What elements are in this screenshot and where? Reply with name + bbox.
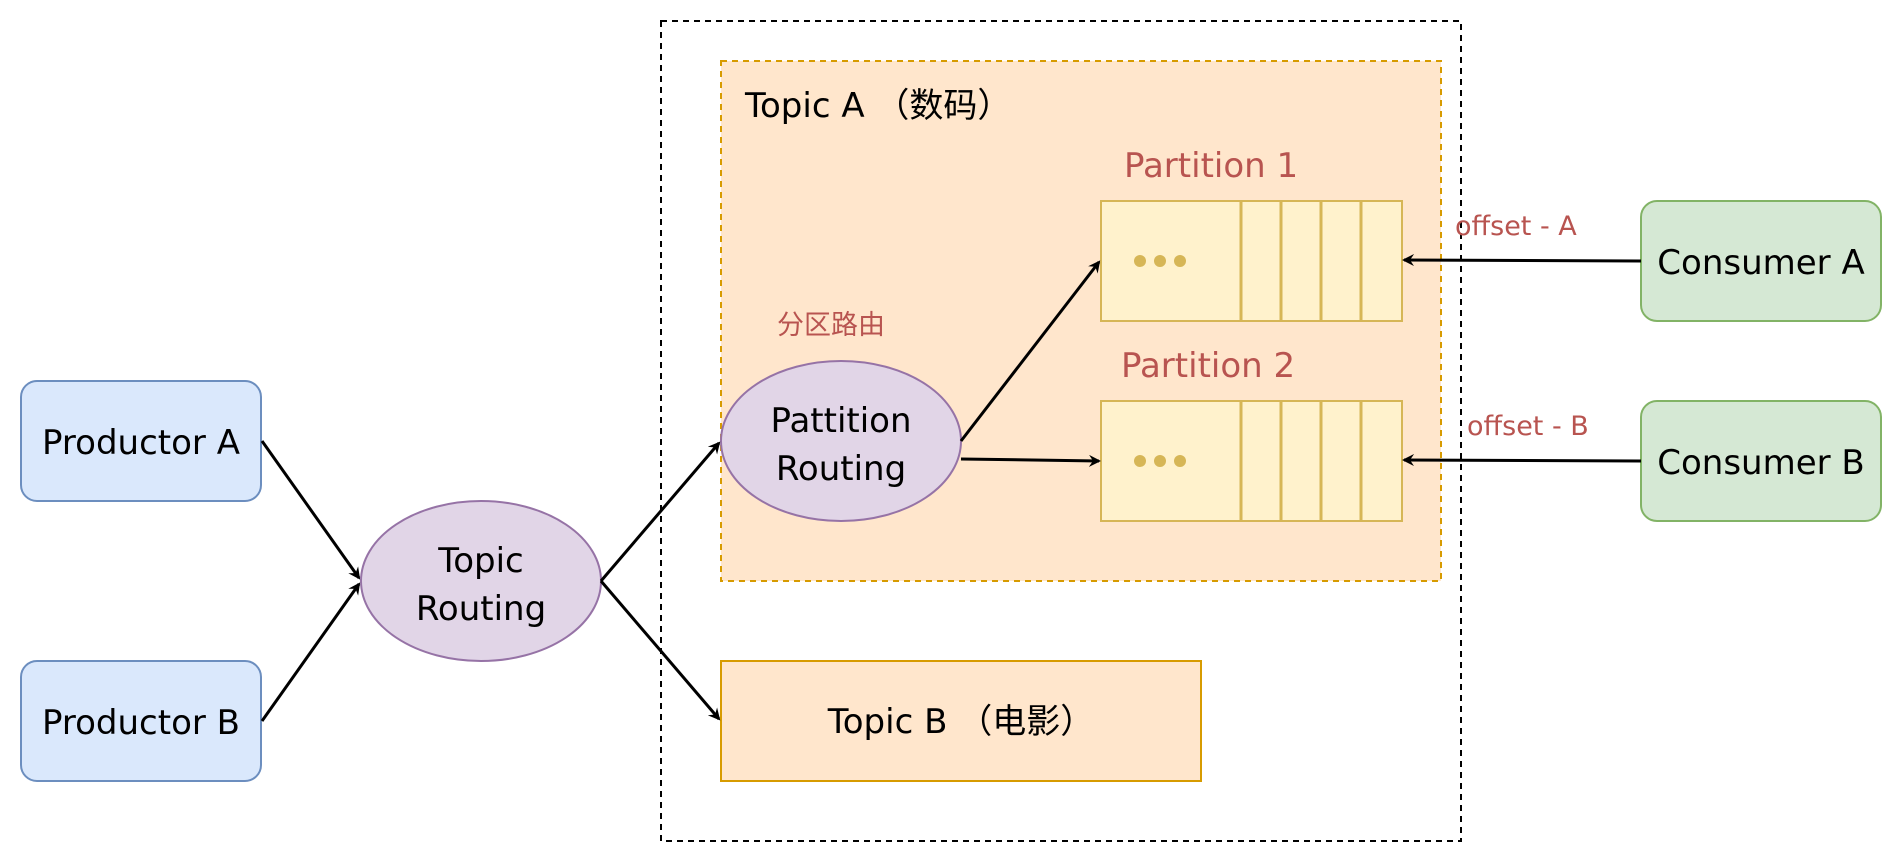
- partition-2-label: Partition 2: [1121, 346, 1295, 386]
- partition-1-log: [1100, 200, 1403, 322]
- producer-a-label: Productor A: [42, 423, 240, 463]
- topic-b-box[interactable]: Topic B （电影）: [720, 660, 1202, 782]
- topic-routing-node[interactable]: Topic Routing: [360, 500, 602, 662]
- ellipsis-icon: [1134, 255, 1186, 267]
- partition-routing-line2: Routing: [776, 449, 906, 489]
- producer-b-label: Productor B: [42, 703, 240, 743]
- partition-routing-line1: Pattition: [770, 401, 911, 441]
- edge-topic-routing-to-topic-b: [599, 580, 721, 721]
- edge-producer-a-to-topic-routing: [260, 440, 361, 580]
- consumer-b[interactable]: Consumer B: [1640, 400, 1882, 522]
- producer-a[interactable]: Productor A: [20, 380, 262, 502]
- edge-consumer-a-to-partition-1: [1402, 254, 1642, 267]
- topic-routing-line2: Routing: [416, 589, 546, 629]
- consumer-a[interactable]: Consumer A: [1640, 200, 1882, 322]
- partition-2[interactable]: Partition 2: [1100, 346, 1403, 522]
- partition-routing-node[interactable]: Pattition Routing: [720, 360, 962, 522]
- topic-a-title: Topic A （数码）: [744, 86, 1011, 126]
- edge-consumer-b-to-partition-2: [1402, 454, 1642, 467]
- offset-a-label: offset - A: [1455, 211, 1577, 242]
- topic-b-title: Topic B （电影）: [827, 702, 1094, 742]
- consumer-b-label: Consumer B: [1657, 443, 1865, 483]
- ellipsis-icon: [1134, 455, 1186, 467]
- partition-1[interactable]: Partition 1: [1100, 146, 1403, 322]
- edge-routing-to-partition-2: [960, 454, 1101, 467]
- partition-2-log: [1100, 400, 1403, 522]
- edge-producer-b-to-topic-routing: [260, 582, 361, 722]
- offset-b-label: offset - B: [1467, 411, 1589, 442]
- edge-routing-to-partition-1: [959, 260, 1101, 442]
- producer-b[interactable]: Productor B: [20, 660, 262, 782]
- partition-routing-caption: 分区路由: [777, 310, 885, 341]
- partition-1-label: Partition 1: [1124, 146, 1298, 186]
- broker-container: [660, 20, 1462, 842]
- edge-topic-routing-to-topic-a: [599, 441, 721, 582]
- consumer-a-label: Consumer A: [1657, 243, 1864, 283]
- topic-routing-line1: Topic: [437, 541, 524, 581]
